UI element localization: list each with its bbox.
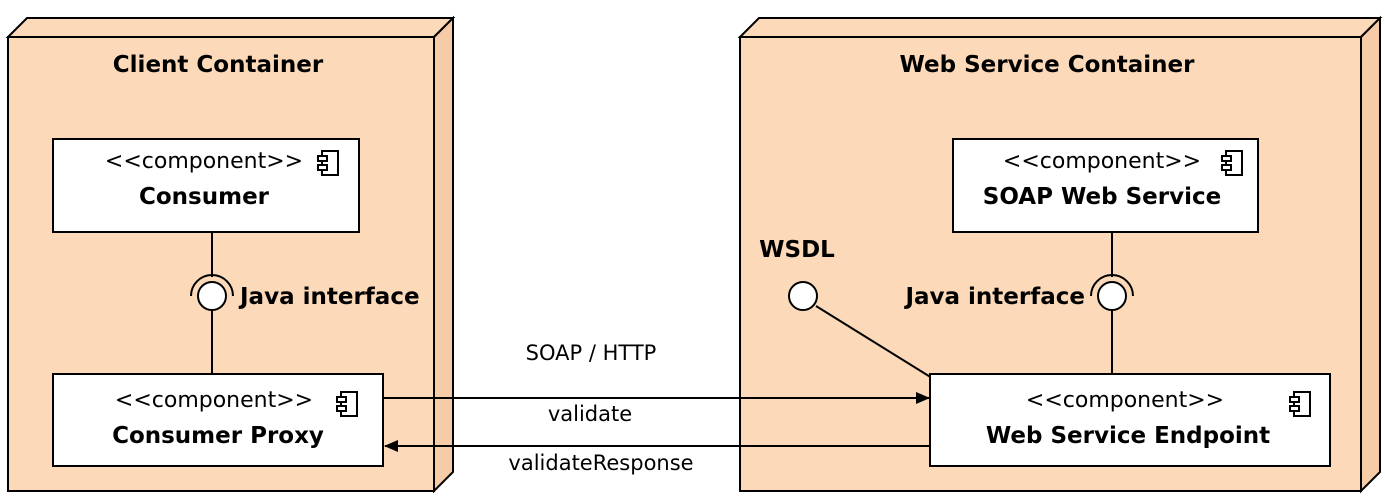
consumer-proxy-component[interactable]: <<component>> Consumer Proxy (52, 373, 384, 467)
service-name: SOAP Web Service (983, 184, 1221, 210)
client-node-top-face (5, 17, 456, 38)
service-node-title: Web Service Container (899, 52, 1195, 78)
protocol-label: SOAP / HTTP (526, 341, 657, 365)
service-stereotype: <<component>> (1003, 149, 1201, 174)
service-node-side-face (1360, 15, 1381, 494)
client-node-title: Client Container (113, 52, 324, 78)
consumer-component[interactable]: <<component>> Consumer (52, 138, 360, 233)
service-java-interface-lollipop (1097, 281, 1127, 311)
client-java-interface-lollipop (197, 281, 227, 311)
web-service-endpoint-component[interactable]: <<component>> Web Service Endpoint (929, 373, 1331, 467)
client-interface-label: Java interface (238, 284, 420, 310)
endpoint-name: Web Service Endpoint (986, 423, 1270, 449)
endpoint-stereotype: <<component>> (1026, 388, 1224, 413)
consumer-required-socket (190, 274, 234, 297)
service-node-top-face (737, 17, 1383, 38)
client-node-side-face (433, 15, 454, 494)
web-service-container-node[interactable]: Web Service Container (737, 15, 1383, 494)
response-label: validateResponse (508, 451, 693, 475)
component-icon (1289, 391, 1311, 417)
service-required-socket (1090, 274, 1134, 297)
soap-web-service-component[interactable]: <<component>> SOAP Web Service (952, 138, 1259, 233)
service-interface-label: Java interface (903, 284, 1085, 310)
component-icon (317, 150, 339, 176)
wsdl-connector-line (815, 305, 933, 379)
component-icon (336, 391, 358, 417)
proxy-name: Consumer Proxy (112, 423, 324, 449)
consumer-stereotype: <<component>> (105, 149, 303, 174)
wsdl-label: WSDL (759, 237, 835, 263)
consumer-name: Consumer (139, 184, 270, 210)
wsdl-interface-lollipop[interactable] (788, 281, 818, 311)
request-label: validate (548, 402, 632, 426)
component-icon (1221, 150, 1243, 176)
proxy-stereotype: <<component>> (115, 388, 313, 413)
